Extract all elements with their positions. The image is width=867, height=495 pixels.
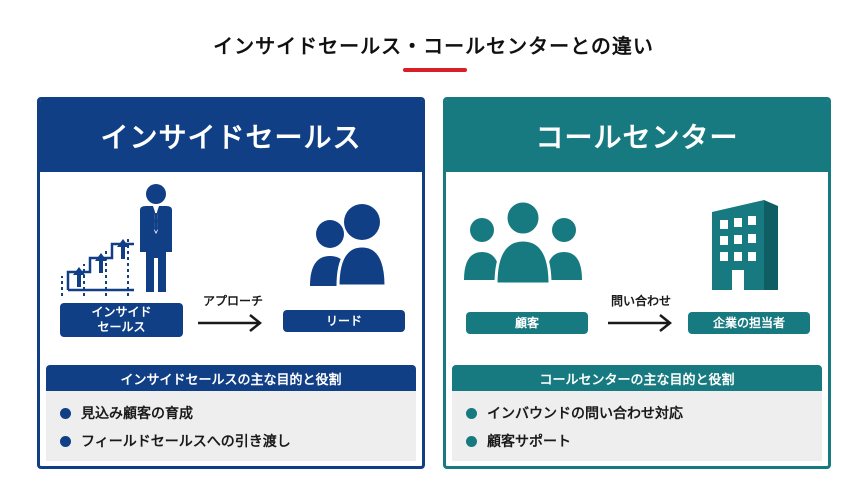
list-item: インバウンドの問い合わせ対応 [466,399,822,427]
bullet-icon [466,435,477,447]
inquiry-label: 問い合わせ [610,294,671,308]
bullet-icon [60,435,71,447]
page-title: インサイドセールス・コールセンターとの違い [213,34,654,58]
call-center-illustration [464,199,778,290]
inside-sales-illustration [61,184,388,296]
call-center-panel: コールセンター 顧客 問い合わせ 企業の担当者 コールセンターの主な目的 [443,97,831,469]
customer-label: 顧客 [466,312,588,334]
company-rep-label: 企業の担当者 [688,312,810,334]
up-arrows-icon [73,239,129,287]
inside-sales-panel: インサイドセールス インサイド [37,97,425,469]
list-item: 見込み顧客の育成 [60,399,416,427]
inside-sales-header: インサイドセールス [40,100,422,172]
call-center-roles-title: コールセンターの主な目的と役割 [452,365,822,391]
role-text: インバウンドの問い合わせ対応 [487,406,683,422]
role-text: フィールドセールスへの引き渡し [81,434,291,450]
approach-label: アプローチ [202,294,263,308]
stairs-icon [66,242,134,292]
businessman-icon [140,184,172,292]
inside-sales-source-label: インサイド セールス [60,303,183,337]
bullet-icon [466,407,477,419]
customers-group-icon [464,199,582,286]
office-building-icon [712,200,778,290]
source-label-line1: インサイド [91,305,152,319]
list-item: 顧客サポート [466,427,822,455]
right-arrow-icon [198,314,263,332]
right-arrow-icon [608,314,673,332]
source-label-line2: セールス [97,320,146,334]
inside-sales-roles-list: 見込み顧客の育成 フィールドセールスへの引き渡し [46,391,416,461]
inside-sales-roles-title: インサイドセールスの主な目的と役割 [46,365,416,391]
role-text: 顧客サポート [487,434,571,450]
call-center-roles-list: インバウンドの問い合わせ対応 顧客サポート [452,391,822,461]
bullet-icon [60,407,71,419]
lead-label: リード [283,310,405,332]
list-item: フィールドセールスへの引き渡し [60,427,416,455]
role-text: 見込み顧客の育成 [81,406,193,422]
customers-group-icon [310,204,388,288]
title-underline [403,68,467,72]
call-center-header: コールセンター [446,100,828,172]
